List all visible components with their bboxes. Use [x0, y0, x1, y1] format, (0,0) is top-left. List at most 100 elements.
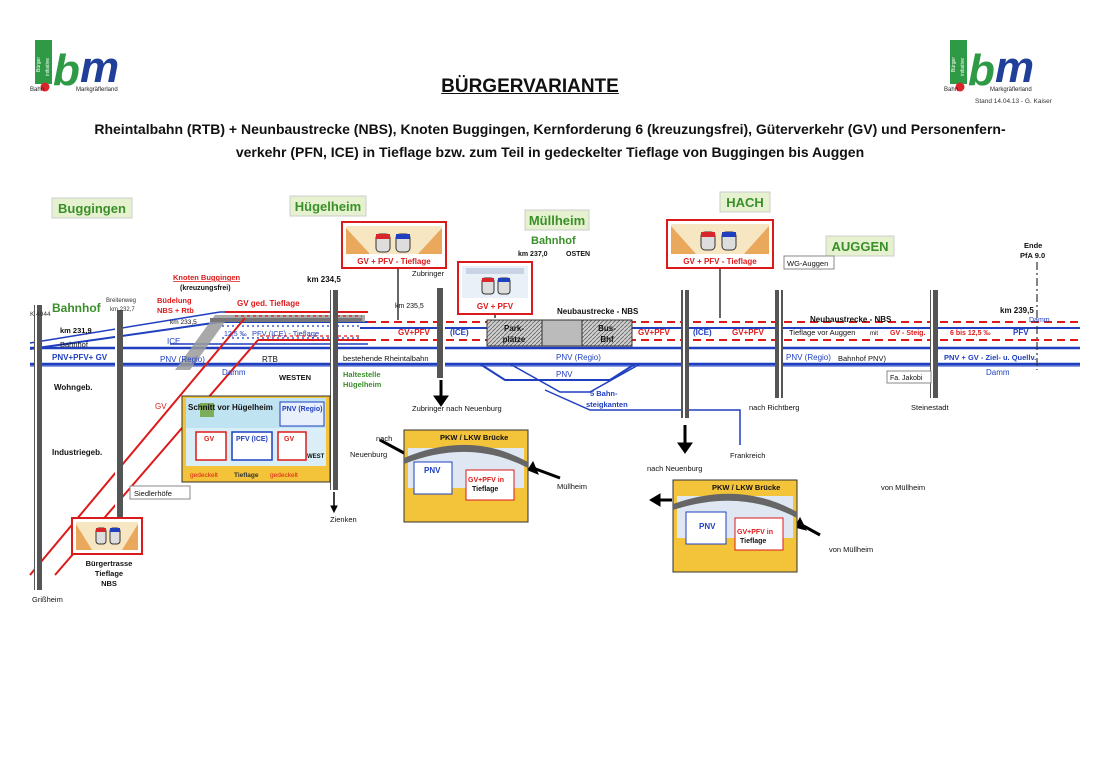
svg-text:GV - Steig.: GV - Steig.: [890, 330, 925, 337]
svg-text:PNV+PFV+ GV: PNV+PFV+ GV: [52, 353, 108, 362]
svg-text:Bahnhof: Bahnhof: [531, 235, 576, 247]
svg-text:Tieflage: Tieflage: [234, 472, 259, 479]
schnitt-panel: Schnitt vor Hügelheim PNV (Regio) GV PFV…: [181, 395, 331, 483]
svg-text:Zubringer nach Neuenburg: Zubringer nach Neuenburg: [412, 404, 502, 413]
svg-text:Tieflage: Tieflage: [740, 538, 766, 545]
svg-text:b: b: [53, 46, 80, 95]
svg-text:Hügelheim: Hügelheim: [343, 380, 382, 389]
svg-text:Steinestadt: Steinestadt: [911, 403, 949, 412]
svg-text:Tieflage: Tieflage: [95, 569, 123, 578]
logo-vertical-2: initiative: [45, 58, 51, 76]
svg-text:GV + PFV: GV + PFV: [477, 302, 514, 311]
svg-text:GV + PFV - Tieflage: GV + PFV - Tieflage: [683, 257, 757, 266]
svg-text:Haltestelle: Haltestelle: [343, 370, 381, 379]
svg-text:Industriegeb.: Industriegeb.: [52, 448, 102, 457]
svg-text:Bürgertrasse: Bürgertrasse: [86, 559, 133, 568]
stand-date: Stand 14.04.13 - G. Kaiser: [975, 98, 1053, 105]
svg-text:gedeckelt: gedeckelt: [270, 472, 298, 479]
svg-text:Neuenburg: Neuenburg: [350, 450, 387, 459]
svg-text:GV + PFV - Tieflage: GV + PFV - Tieflage: [357, 257, 431, 266]
svg-text:km 239,5: km 239,5: [1000, 306, 1034, 315]
svg-text:PNV (Regio): PNV (Regio): [786, 353, 831, 362]
logo-word-bahn: Bahn: [30, 87, 44, 93]
town-auggen: AUGGEN: [825, 235, 895, 257]
svg-text:NBS: NBS: [101, 579, 117, 588]
svg-text:GV ged. Tieflage: GV ged. Tieflage: [237, 299, 300, 308]
svg-text:WG-Auggen: WG-Auggen: [787, 259, 828, 268]
picto-huegelheim: GV + PFV - Tieflage: [341, 221, 447, 269]
park-bus-area: Park- plätze Bus- Bhf: [486, 319, 633, 347]
logo-right-vertical-1: Bürger: [951, 57, 957, 72]
svg-text:Tieflage vor Auggen: Tieflage vor Auggen: [789, 328, 855, 337]
svg-text:PNV: PNV: [556, 370, 573, 379]
svg-text:AUGGEN: AUGGEN: [831, 239, 888, 254]
svg-text:km 233,5: km 233,5: [170, 319, 197, 326]
svg-text:PFV (ICE): PFV (ICE): [236, 436, 268, 443]
svg-text:Frankreich: Frankreich: [730, 451, 765, 460]
page-title: BÜRGERVARIANTE: [441, 76, 619, 97]
svg-text:Schnitt vor Hügelheim: Schnitt vor Hügelheim: [188, 403, 273, 412]
logo-right-word-bahn: Bahn: [944, 87, 958, 93]
svg-text:Damm: Damm: [222, 368, 246, 377]
svg-text:GV: GV: [284, 436, 294, 443]
svg-text:km 235,5: km 235,5: [395, 303, 424, 310]
svg-text:von Müllheim: von Müllheim: [881, 483, 925, 492]
svg-text:Grißheim: Grißheim: [32, 595, 63, 604]
svg-text:Fa. Jakobi: Fa. Jakobi: [890, 375, 923, 382]
svg-text:6 bis 12,5 ‰: 6 bis 12,5 ‰: [950, 330, 990, 337]
svg-text:PNV + GV - Ziel- u. Quellv.: PNV + GV - Ziel- u. Quellv.: [944, 353, 1036, 362]
svg-text:km 232,7: km 232,7: [110, 307, 135, 313]
svg-text:Bhf: Bhf: [600, 335, 614, 344]
svg-text:km 231,9: km 231,9: [60, 326, 92, 335]
svg-text:b: b: [968, 46, 995, 95]
svg-text:5 Bahn-: 5 Bahn-: [590, 389, 618, 398]
svg-text:Müllheim: Müllheim: [529, 213, 585, 228]
svg-text:PNV (Regio): PNV (Regio): [160, 355, 205, 364]
svg-text:Ende: Ende: [1024, 241, 1042, 250]
picto-muellheim: GV + PFV: [457, 261, 533, 315]
svg-text:GV+PFV: GV+PFV: [732, 328, 764, 337]
svg-text:mit: mit: [870, 331, 878, 337]
svg-text:PNV (Regio): PNV (Regio): [282, 406, 322, 413]
logo-left: b m Bahn Markgräflerland Bürger initiati…: [30, 40, 119, 95]
labels: Bahnhof K 4944 km 231,9 Bahnhof PNV+PFV+…: [30, 235, 1050, 604]
svg-text:K 4944: K 4944: [30, 311, 51, 318]
svg-text:Buggingen: Buggingen: [58, 201, 126, 216]
svg-text:OSTEN: OSTEN: [566, 251, 590, 258]
logo-right: b m Bahn Markgräflerland Bürger initiati…: [944, 40, 1053, 105]
svg-text:ICE: ICE: [167, 337, 180, 346]
svg-text:HACH: HACH: [726, 195, 764, 210]
svg-text:m: m: [80, 43, 119, 92]
town-buggingen: Buggingen: [51, 197, 133, 219]
svg-text:GV+PFV in: GV+PFV in: [737, 529, 773, 536]
svg-text:nach Neuenburg: nach Neuenburg: [647, 464, 702, 473]
svg-text:PNV (Regio): PNV (Regio): [556, 353, 601, 362]
bridge-panel-2: PKW / LKW Brücke PNV GV+PFV in Tieflage: [672, 479, 798, 573]
svg-text:Siedlerhöfe: Siedlerhöfe: [134, 489, 172, 498]
svg-text:Tieflage: Tieflage: [472, 486, 498, 493]
picto-buergertrasse: [71, 517, 143, 555]
svg-text:NBS + Rtb: NBS + Rtb: [157, 306, 194, 315]
svg-text:PNV: PNV: [699, 522, 716, 531]
svg-text:von Müllheim: von Müllheim: [829, 545, 873, 554]
svg-text:PfA 9.0: PfA 9.0: [1020, 251, 1045, 260]
svg-text:Bahnhof PNV): Bahnhof PNV): [838, 354, 886, 363]
logo-right-word-markgraeflerland: Markgräflerland: [990, 87, 1032, 93]
svg-text:(ICE): (ICE): [693, 328, 712, 337]
subtitle-line-1: Rheintalbahn (RTB) + Neunbaustrecke (NBS…: [94, 121, 1006, 137]
svg-text:PFV: PFV: [1013, 328, 1029, 337]
svg-text:GV+PFV: GV+PFV: [638, 328, 670, 337]
svg-text:12,5 ‰: 12,5 ‰: [224, 331, 247, 338]
svg-text:Neubaustrecke - NBS: Neubaustrecke - NBS: [810, 315, 892, 324]
svg-text:Bus-: Bus-: [598, 324, 616, 333]
svg-text:Park-: Park-: [504, 324, 524, 333]
svg-text:WESTEN: WESTEN: [279, 373, 311, 382]
svg-text:PKW / LKW Brücke: PKW / LKW Brücke: [440, 433, 508, 442]
logo-vertical-1: Bürger: [36, 57, 42, 72]
svg-text:PNV: PNV: [424, 466, 441, 475]
svg-text:nach Richtberg: nach Richtberg: [749, 403, 799, 412]
svg-text:GV: GV: [155, 402, 167, 411]
logo-word-markgraeflerland: Markgräflerland: [76, 87, 118, 93]
svg-text:RTB: RTB: [262, 355, 278, 364]
svg-text:GV+PFV: GV+PFV: [398, 328, 430, 337]
